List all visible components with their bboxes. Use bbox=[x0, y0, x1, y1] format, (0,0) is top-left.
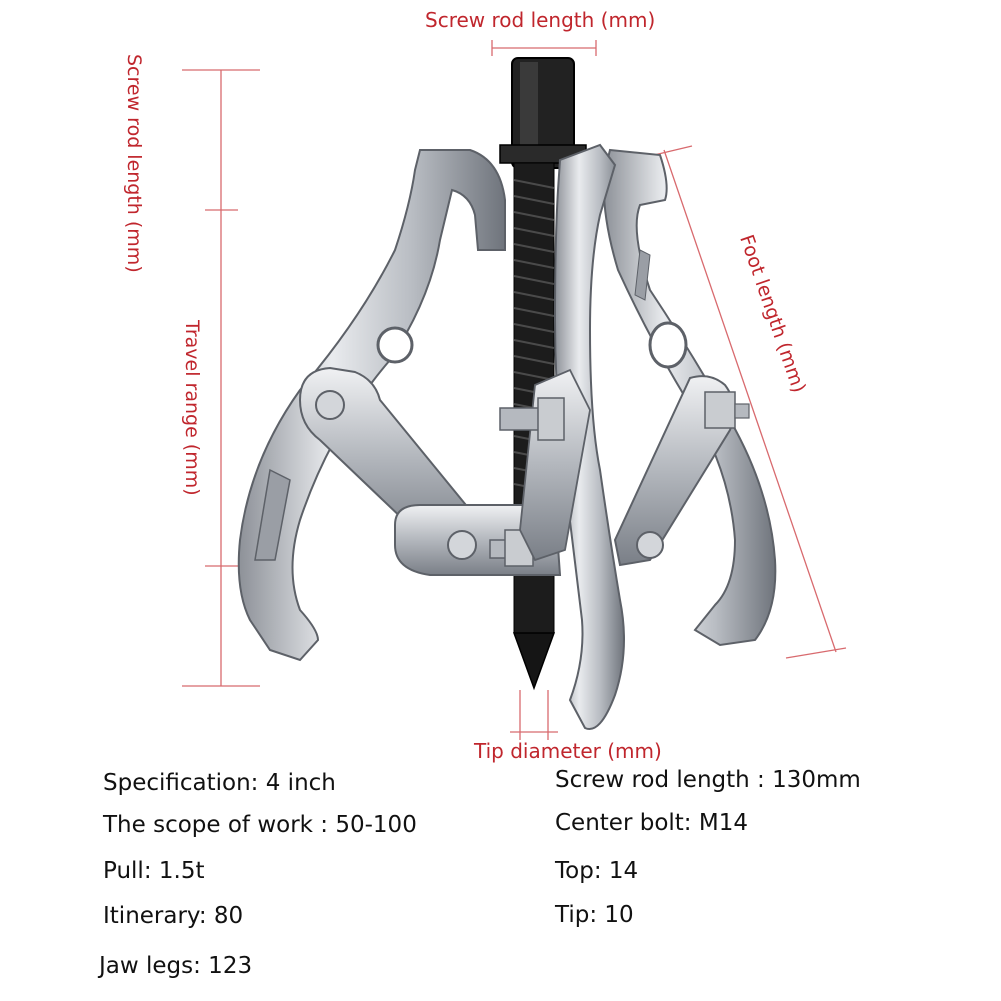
spec-jaw-legs: Jaw legs: 123 bbox=[99, 953, 253, 979]
travel-range-label: Travel range (mm) bbox=[181, 320, 203, 496]
screw-rod-length-left-label: Screw rod length (mm) bbox=[123, 54, 145, 273]
spec-tip: Tip: 10 bbox=[555, 902, 634, 928]
front-jaw bbox=[499, 143, 625, 731]
spec-top: Top: 14 bbox=[555, 858, 639, 884]
link-plates bbox=[298, 366, 750, 576]
spec-screw-rod-length: Screw rod length : 130mm bbox=[555, 767, 861, 793]
spec-pull: Pull: 1.5t bbox=[103, 858, 205, 884]
tip-diameter-label: Tip diameter (mm) bbox=[474, 739, 662, 763]
spec-scope-of-work: The scope of work : 50-100 bbox=[103, 812, 417, 838]
screw-rod-length-top-label: Screw rod length (mm) bbox=[425, 8, 656, 32]
spec-itinerary: Itinerary: 80 bbox=[103, 903, 244, 929]
dimension-lines bbox=[182, 40, 847, 740]
spec-specification: Specification: 4 inch bbox=[103, 770, 336, 796]
left-jaw bbox=[237, 149, 506, 662]
spec-center-bolt: Center bolt: M14 bbox=[555, 810, 748, 836]
